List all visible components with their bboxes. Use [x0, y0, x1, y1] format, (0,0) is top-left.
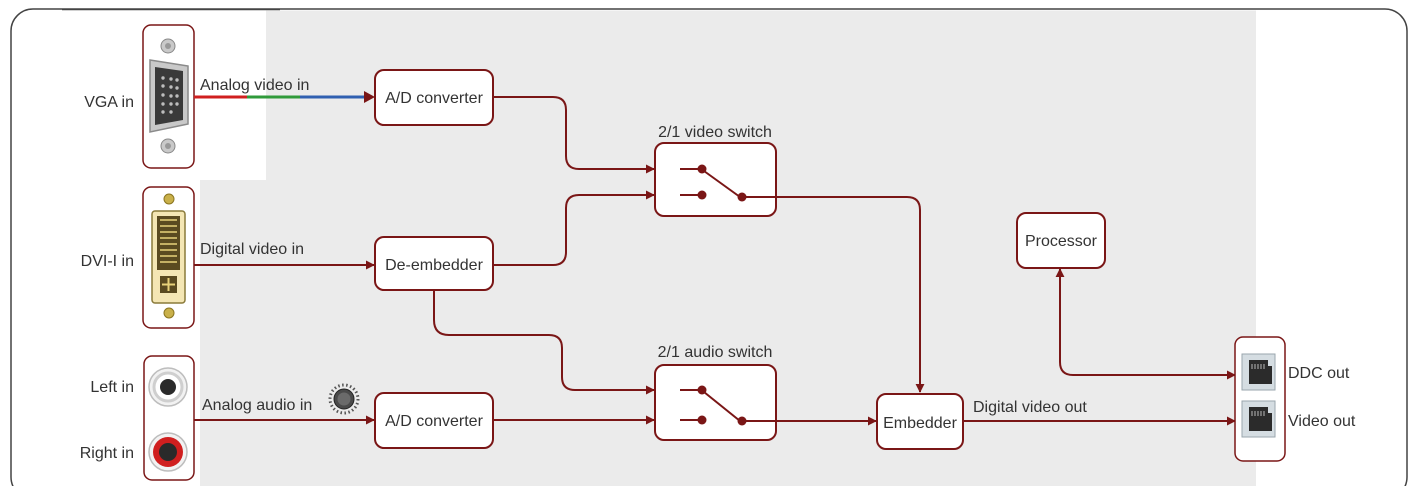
rj45-video-port-icon [1241, 400, 1276, 438]
audio-switch-title: 2/1 audio switch [658, 344, 773, 361]
ad-converter-video-label: A/D converter [385, 90, 483, 107]
digital-video-out-label: Digital video out [973, 399, 1087, 416]
processor-block: Processor [1016, 212, 1106, 269]
left-in-label: Left in [90, 379, 134, 396]
de-embedder-block: De-embedder [374, 236, 494, 291]
video-switch-block [654, 142, 777, 217]
processor-label: Processor [1025, 233, 1098, 250]
ddc-out-label: DDC out [1288, 365, 1350, 382]
rca-white-jack-icon [148, 367, 188, 407]
rj45-ddc-port-icon [1241, 353, 1276, 391]
volume-knob-icon [328, 383, 360, 415]
dvi-in-label: DVI-I in [81, 253, 134, 270]
ad-converter-audio-label: A/D converter [385, 413, 483, 430]
ad-converter-audio-block: A/D converter [374, 392, 494, 449]
panel-left-strip [200, 180, 266, 486]
video-switch-title: 2/1 video switch [658, 124, 772, 141]
analog-video-rgb-line [194, 91, 375, 103]
embedder-block: Embedder [876, 393, 964, 450]
audio-switch-block [654, 364, 777, 441]
vga-in-label: VGA in [84, 94, 134, 111]
analog-audio-in-label: Analog audio in [202, 397, 312, 414]
vga-connector-icon [142, 24, 195, 169]
rca-red-jack-icon [148, 432, 188, 472]
digital-video-in-label: Digital video in [200, 241, 304, 258]
embedder-label: Embedder [883, 415, 957, 432]
wires [194, 96, 1236, 426]
de-embedder-label: De-embedder [385, 257, 484, 274]
right-in-label: Right in [80, 445, 134, 462]
video-out-label: Video out [1288, 413, 1356, 430]
ad-converter-video-block: A/D converter [374, 69, 494, 126]
analog-video-in-label: Analog video in [200, 77, 309, 94]
dvi-connector-icon [142, 186, 195, 329]
